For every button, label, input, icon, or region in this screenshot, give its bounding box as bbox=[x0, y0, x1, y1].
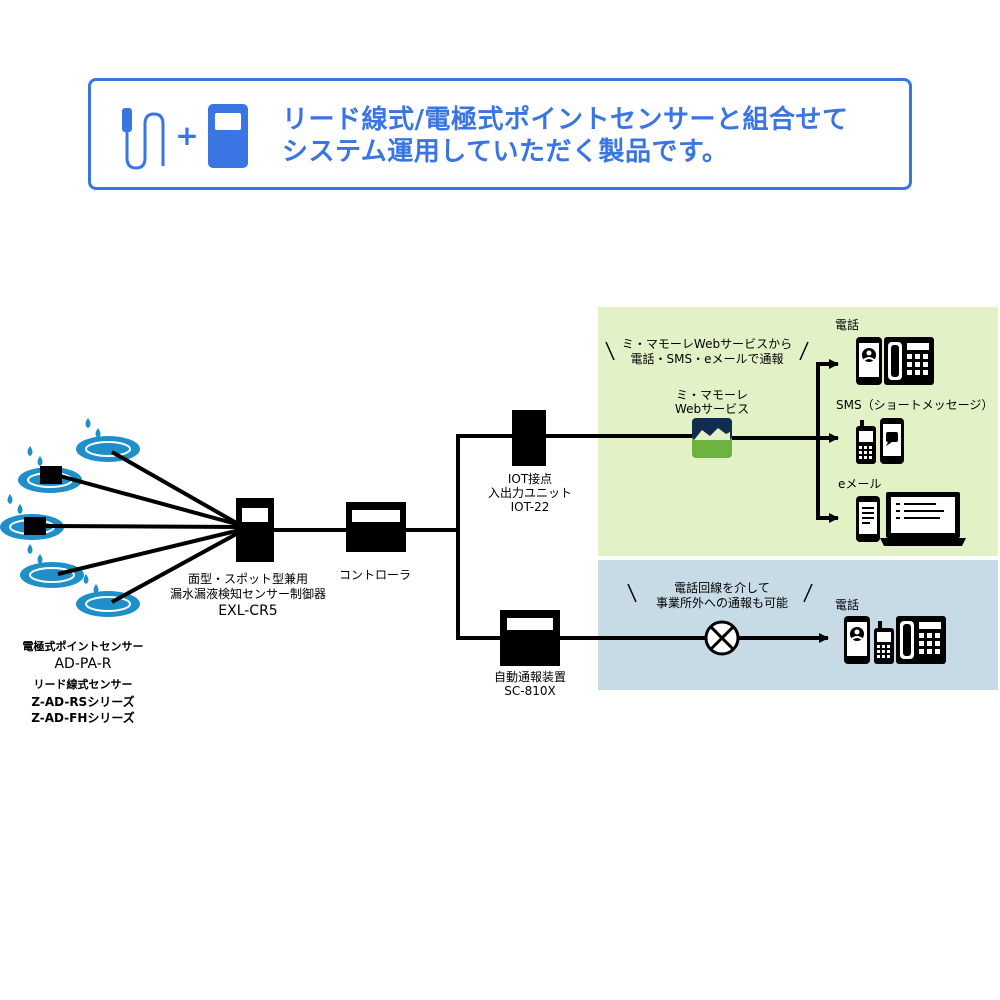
phone-line-note-1: 電話回線を介して bbox=[674, 581, 770, 595]
iot-label-2: 入出力ユニット bbox=[487, 486, 572, 500]
banner-line-1: リード線式/電極式ポイントセンサーと組合せて bbox=[282, 105, 849, 135]
info-banner bbox=[88, 78, 912, 190]
phone-line-cross-icon bbox=[704, 620, 740, 656]
autodialer-label: 自動通報装置 bbox=[493, 670, 566, 684]
controller-unit-label: コントローラ bbox=[338, 568, 411, 582]
output-phone-label: 電話 bbox=[835, 318, 860, 332]
sensor-puddle-1 bbox=[76, 418, 140, 462]
iot-model: IOT-22 bbox=[510, 500, 550, 514]
exl-cr5-device bbox=[236, 498, 274, 562]
email-output-icon bbox=[856, 492, 966, 546]
iot-label-1: IOT接点 bbox=[507, 472, 553, 486]
sensor-puddle-4 bbox=[20, 544, 84, 588]
web-note-1: ミ・マモーレWebサービスから bbox=[621, 337, 793, 351]
web-service-name-2: Webサービス bbox=[674, 402, 750, 416]
web-service-name-1: ミ・マモーレ bbox=[675, 388, 748, 402]
electrode-sensor-title: 電極式ポイントセンサー bbox=[22, 640, 144, 653]
phone-line-output-icon bbox=[844, 616, 946, 664]
lead-sensor-model-1: Z-AD-RSシリーズ bbox=[31, 695, 135, 709]
banner-line-2: システム運用していただく製品です。 bbox=[282, 137, 729, 167]
sensor-puddle-3 bbox=[0, 494, 64, 540]
sc-810x-device bbox=[500, 610, 560, 666]
electrode-sensor-model: AD-PA-R bbox=[54, 656, 112, 672]
exl-cr5-desc-2: 漏水漏液検知センサー制御器 bbox=[169, 587, 326, 601]
sensor-cables bbox=[43, 450, 241, 604]
sensor-cable-icon bbox=[122, 108, 165, 170]
sms-output-icon bbox=[856, 418, 904, 464]
note-slashes bbox=[605, 341, 813, 603]
plus-sign: + bbox=[175, 119, 198, 152]
web-output-lines bbox=[732, 359, 839, 523]
controller-device-icon bbox=[208, 104, 248, 168]
phone-line-note-2: 事業所外への通報も可能 bbox=[655, 596, 788, 610]
banner-text: リード線式/電極式ポイントセンサーと組合せて システム運用していただく製品です。 bbox=[282, 104, 902, 168]
sensor-puddle-5 bbox=[76, 574, 140, 617]
autodialer-model: SC-810X bbox=[504, 684, 556, 698]
controller-unit-device bbox=[346, 502, 406, 552]
sensor-puddle-2 bbox=[18, 446, 82, 493]
exl-cr5-model: EXL-CR5 bbox=[218, 603, 278, 619]
phone-output-icon bbox=[856, 337, 934, 385]
lead-sensor-title: リード線式センサー bbox=[33, 678, 133, 691]
output-phone2-label: 電話 bbox=[835, 598, 860, 612]
output-email-label: eメール bbox=[838, 477, 882, 491]
iot-22-device bbox=[512, 410, 546, 466]
web-service-app-icon bbox=[692, 418, 732, 458]
lead-sensor-model-2: Z-AD-FHシリーズ bbox=[31, 711, 135, 725]
output-sms-label: SMS（ショートメッセージ） bbox=[836, 398, 994, 412]
web-note-2: 電話・SMS・eメールで通報 bbox=[630, 352, 784, 366]
exl-cr5-desc-1: 面型・スポット型兼用 bbox=[187, 572, 308, 586]
branch-lines bbox=[406, 434, 829, 643]
